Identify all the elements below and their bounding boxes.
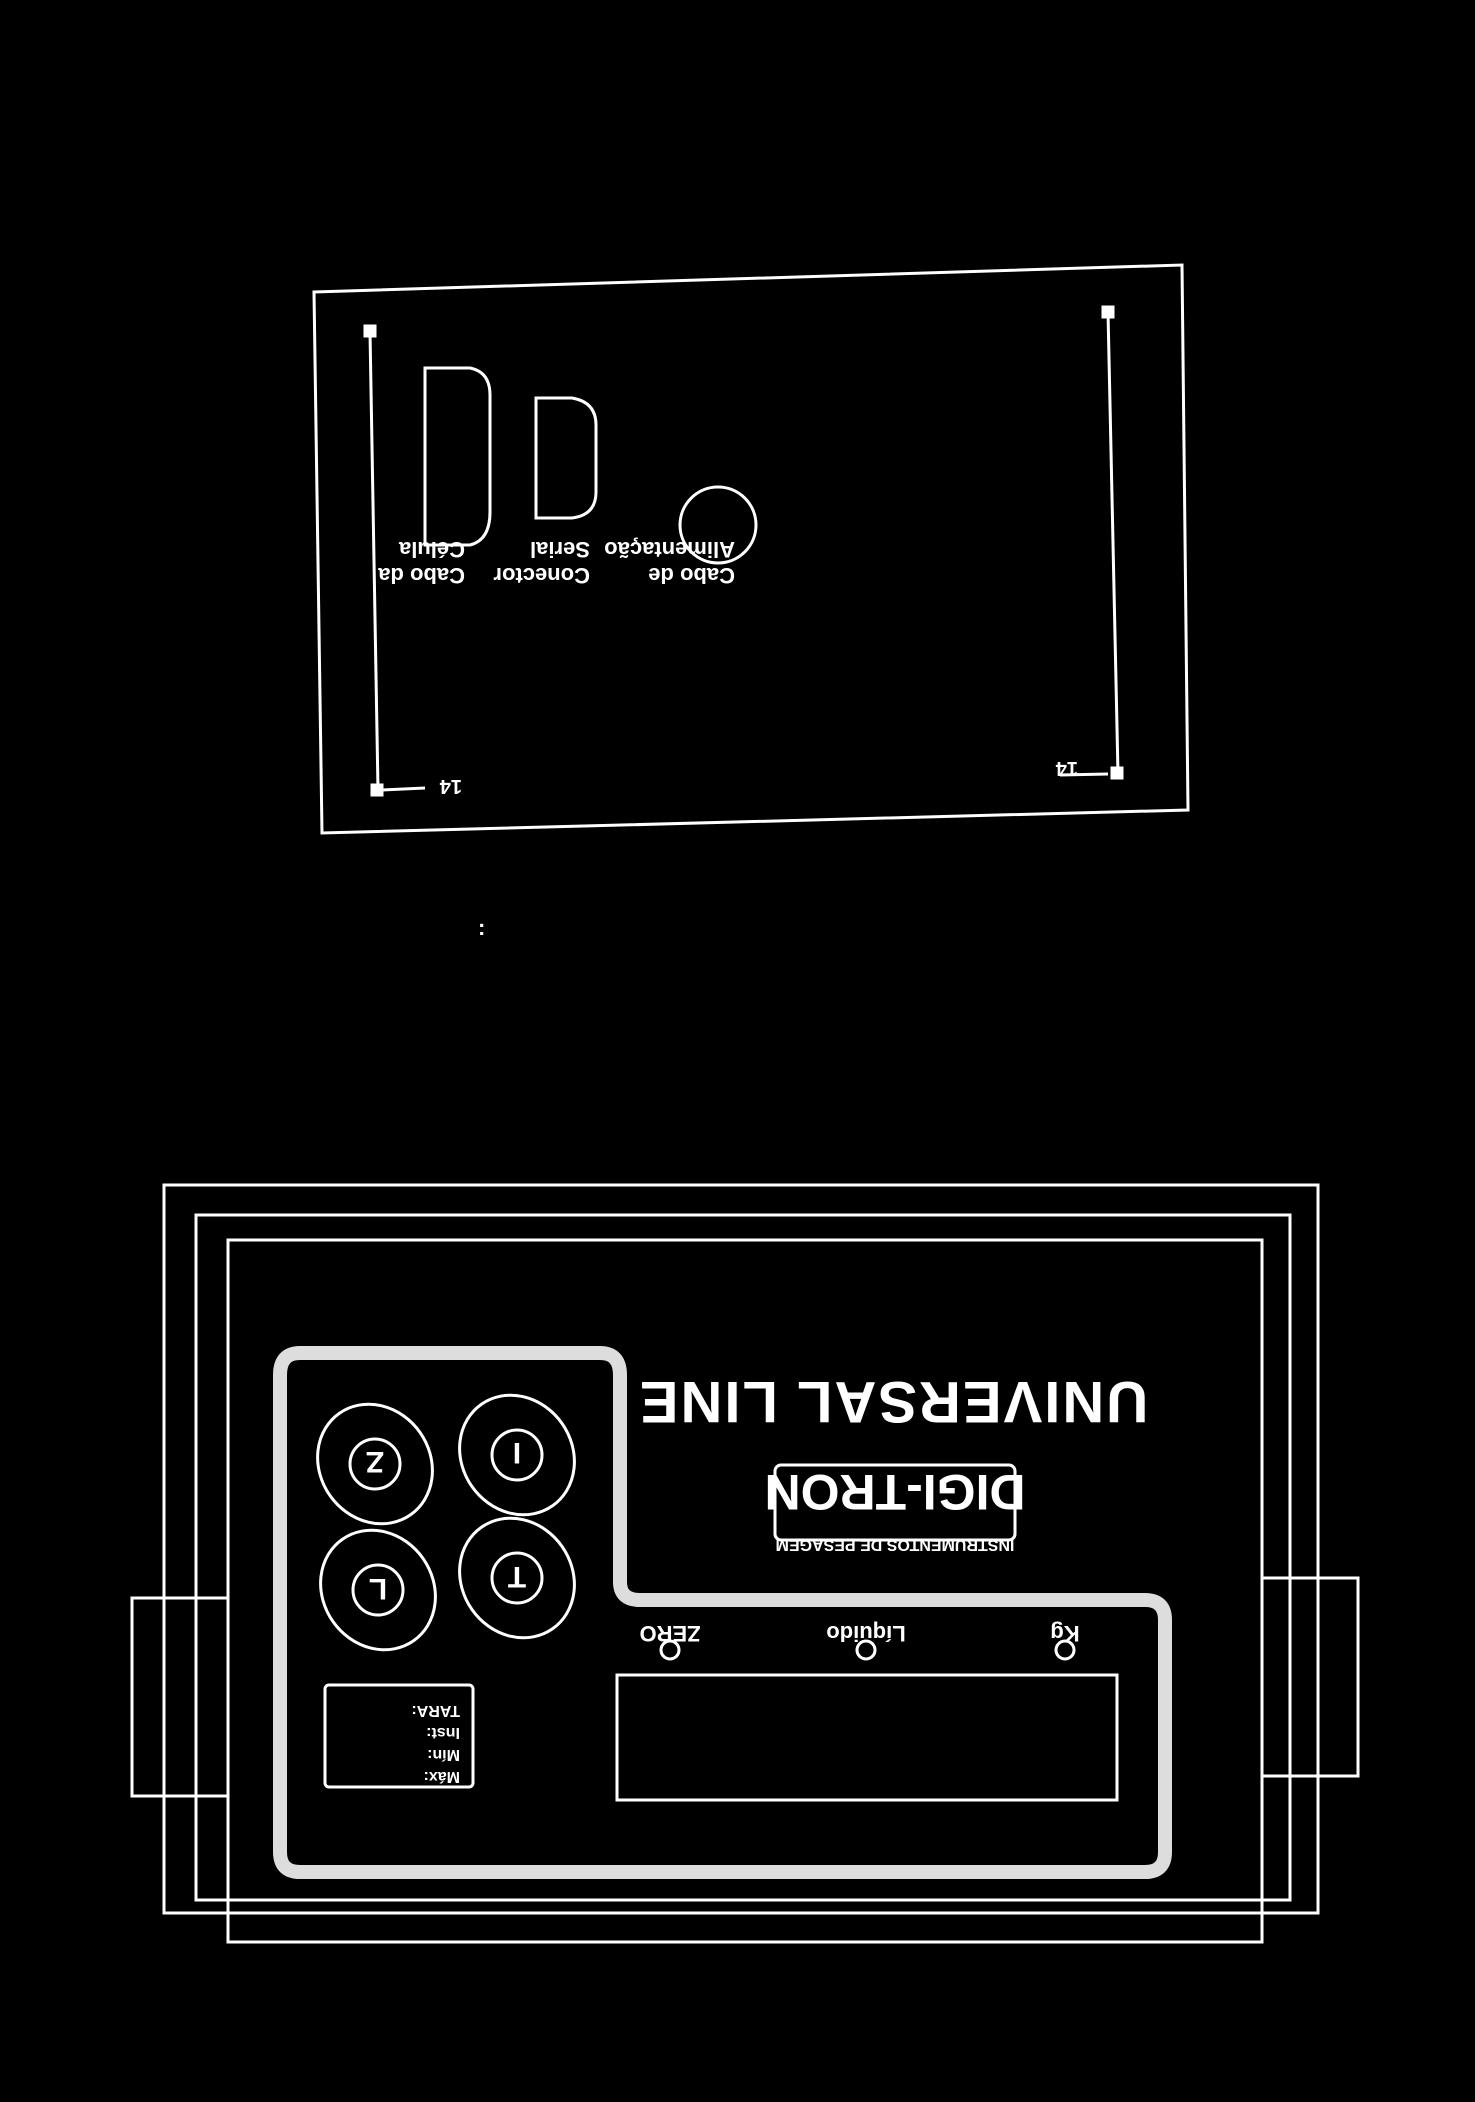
dimension-line — [1059, 772, 1109, 777]
legend-min: Mín: — [427, 1746, 460, 1763]
front-panel-labels: UNIVERSAL LINE DIGI-TRON INSTRUMENTOS DE… — [366, 1369, 1148, 1785]
power-cable-label-line2: Alimentação — [604, 537, 735, 562]
key-t-cap[interactable] — [490, 1551, 544, 1605]
mounting-rail-right — [1106, 311, 1120, 775]
legend-max: Máx: — [424, 1768, 460, 1785]
key-z-cap[interactable] — [348, 1437, 402, 1491]
net-indicator-led-icon — [855, 1639, 877, 1661]
key-l-cap[interactable] — [351, 1563, 405, 1617]
key-i-cap[interactable] — [490, 1428, 544, 1482]
serial-connector-label-line1: Conector — [493, 563, 590, 588]
key-l-label: L — [369, 1572, 387, 1605]
zero-indicator-led-icon — [659, 1639, 681, 1661]
legend-tara: TARA: — [411, 1702, 460, 1719]
weight-display-window — [615, 1673, 1119, 1802]
logo-box — [773, 1463, 1017, 1542]
mounting-screw-icon — [1110, 766, 1124, 780]
front-housing-inner — [194, 1213, 1292, 1902]
key-z-label: Z — [366, 1445, 384, 1478]
legend-inst: Inst: — [426, 1724, 460, 1741]
mounting-rail-left — [368, 331, 380, 791]
kg-indicator-label: Kg — [1050, 1621, 1079, 1646]
back-panel — [312, 263, 1190, 835]
key-t-outline[interactable] — [436, 1496, 597, 1661]
power-cable-label-line1: Cabo de — [648, 563, 735, 588]
dimension-label-top: 14 — [439, 775, 462, 797]
separator-mark: : — [478, 915, 485, 940]
logo-text: DIGI-TRON — [764, 1464, 1025, 1520]
zero-indicator-label: ZERO — [639, 1621, 700, 1646]
key-i-label: I — [513, 1436, 521, 1469]
logo-subtitle: INSTRUMENTOS DE PESAGEM — [776, 1536, 1015, 1553]
cell-cable-label-line2: Célula — [398, 537, 465, 562]
cell-cable-connector-icon — [423, 366, 492, 547]
brand-line: UNIVERSAL LINE — [638, 1369, 1148, 1434]
serial-connector-label-line2: Serial — [530, 537, 590, 562]
mounting-screw-icon — [1101, 305, 1115, 319]
mounting-screw-icon — [370, 783, 384, 797]
key-l-outline[interactable] — [297, 1508, 458, 1673]
cell-cable-label-line1: Cabo da — [377, 563, 465, 588]
serial-connector-icon — [534, 396, 598, 520]
dimension-label-bottom: 14 — [1055, 757, 1078, 779]
dimension-line — [381, 786, 426, 792]
legend-box — [323, 1683, 475, 1789]
mounting-bracket-right — [1260, 1576, 1360, 1778]
keypad-display-overlay — [273, 1346, 1172, 1879]
power-cable-gland-icon — [678, 485, 758, 565]
kg-indicator-led-icon — [1054, 1639, 1076, 1661]
net-indicator-label: Líquido — [826, 1621, 905, 1646]
key-i-outline[interactable] — [436, 1373, 597, 1538]
key-t-label: T — [508, 1560, 526, 1593]
mounting-screw-icon — [363, 324, 377, 338]
back-panel-labels: 14 14 Cabo da Célula Conector Serial Cab… — [377, 537, 1078, 797]
front-panel — [130, 1183, 1360, 1944]
mounting-bracket-left — [130, 1596, 230, 1798]
front-housing-outer — [162, 1183, 1320, 1915]
key-z-outline[interactable] — [294, 1382, 455, 1547]
back-panel-outline — [312, 263, 1190, 835]
